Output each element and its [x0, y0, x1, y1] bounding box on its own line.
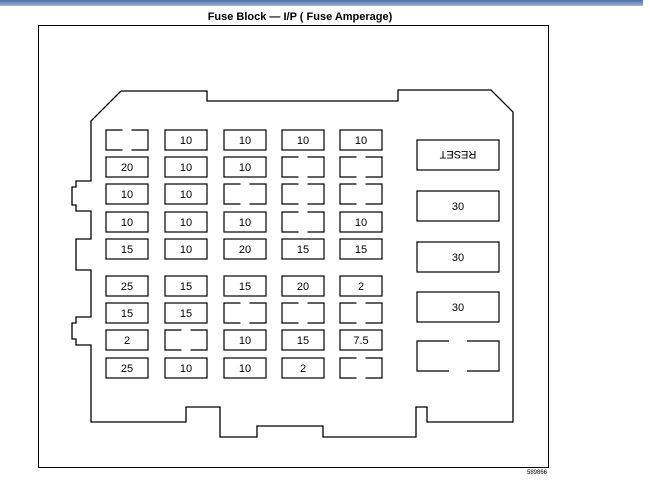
diagram-title: Fuse Block — I/P ( Fuse Amperage) — [207, 11, 393, 23]
fuse-amperage-label: 10 — [180, 244, 192, 256]
fuse-amperage-label: 15 — [180, 281, 192, 293]
fuse-slot: 15 — [164, 302, 208, 324]
reset-label: RESET — [439, 148, 476, 160]
fuse-slot: 10 — [164, 357, 208, 379]
empty-fuse-slot — [164, 329, 208, 351]
fuse-slot: 10 — [164, 156, 208, 178]
fuse-slot: 10 — [164, 129, 208, 151]
large-fuse-slot: 30 — [416, 190, 500, 222]
fuse-slot: 10 — [105, 211, 149, 233]
empty-fuse-slot — [281, 302, 325, 324]
fuse-slot: 25 — [105, 275, 149, 297]
fuse-amperage-label: 15 — [239, 281, 251, 293]
fuse-amperage-label: 15 — [355, 244, 367, 256]
fuse-slot: 2 — [339, 275, 383, 297]
fuse-amperage-label: 2 — [300, 363, 306, 375]
fuse-slot: 2 — [281, 357, 325, 379]
empty-fuse-slot — [339, 357, 383, 379]
fuse-slot: 20 — [105, 156, 149, 178]
fuse-slot: 10 — [281, 129, 325, 151]
fuse-slot: 10 — [339, 129, 383, 151]
fuse-slot: 15 — [281, 329, 325, 351]
empty-fuse-slot — [339, 156, 383, 178]
fuse-amperage-label: 10 — [239, 217, 251, 229]
fuse-slot: 25 — [105, 357, 149, 379]
fuse-slot: 10 — [223, 156, 267, 178]
fuse-amperage-label: 10 — [180, 135, 192, 147]
fuse-slot: 15 — [105, 238, 149, 260]
fuse-amperage-label: 10 — [239, 335, 251, 347]
fuse-slot: 15 — [339, 238, 383, 260]
fuse-slot: 10 — [223, 211, 267, 233]
fuse-amperage-label: 2 — [358, 281, 364, 293]
fuse-slot: 20 — [223, 238, 267, 260]
window-edge — [643, 0, 650, 481]
fuse-slot: 20 — [281, 275, 325, 297]
fuse-amperage-label: 10 — [180, 189, 192, 201]
empty-fuse-slot — [223, 183, 267, 205]
fuse-amperage-label: 15 — [180, 308, 192, 320]
figure-frame — [38, 25, 549, 468]
fuse-amperage-label: 10 — [239, 162, 251, 174]
empty-fuse-slot — [105, 129, 149, 151]
fuse-slot: 15 — [281, 238, 325, 260]
empty-fuse-slot — [339, 302, 383, 324]
empty-fuse-slot — [281, 211, 325, 233]
empty-fuse-slot — [223, 302, 267, 324]
fuse-amperage-label: 10 — [355, 217, 367, 229]
fuse-amperage-label: 10 — [121, 217, 133, 229]
fuse-amperage-label: 20 — [121, 162, 133, 174]
fuse-amperage-label: 10 — [239, 363, 251, 375]
fuse-amperage-label: 10 — [239, 135, 251, 147]
fuse-amperage-label: 15 — [297, 244, 309, 256]
empty-fuse-slot — [281, 183, 325, 205]
fuse-slot: 15 — [223, 275, 267, 297]
fuse-amperage-label: 20 — [239, 244, 251, 256]
fuse-slot: 10 — [339, 211, 383, 233]
fuse-amperage-label: 10 — [180, 363, 192, 375]
fuse-amperage-label: 25 — [121, 363, 133, 375]
empty-large-fuse-slot — [416, 340, 500, 372]
fuse-amperage-label: 15 — [121, 308, 133, 320]
fuse-amperage-label: 20 — [297, 281, 309, 293]
fuse-slot: 15 — [164, 275, 208, 297]
fuse-amperage-label: 15 — [297, 335, 309, 347]
fuse-slot: 10 — [105, 183, 149, 205]
fuse-amperage-label: 7.5 — [353, 335, 368, 347]
fuse-amperage-label: 15 — [121, 244, 133, 256]
fuse-amperage-label: 30 — [452, 252, 464, 264]
fuse-amperage-label: 10 — [355, 135, 367, 147]
fuse-slot: 15 — [105, 302, 149, 324]
fuse-slot: 10 — [223, 129, 267, 151]
fuse-amperage-label: 25 — [121, 281, 133, 293]
fuse-slot: 7.5 — [339, 329, 383, 351]
window-top-bar — [0, 0, 650, 6]
fuse-slot: 10 — [164, 183, 208, 205]
fuse-slot: 10 — [223, 329, 267, 351]
reference-number: 589866 — [527, 470, 548, 476]
fuse-amperage-label: 30 — [452, 201, 464, 213]
large-fuse-slot: 30 — [416, 291, 500, 323]
fuse-amperage-label: 30 — [452, 302, 464, 314]
fuse-amperage-label: 2 — [124, 335, 130, 347]
empty-fuse-slot — [339, 183, 383, 205]
fuse-amperage-label: 10 — [180, 217, 192, 229]
large-fuse-slot: RESET — [416, 139, 500, 171]
fuse-amperage-label: 10 — [121, 189, 133, 201]
fuse-slot: 2 — [105, 329, 149, 351]
fuse-block-outline — [71, 89, 514, 438]
fuse-slot: 10 — [164, 238, 208, 260]
fuse-slot: 10 — [164, 211, 208, 233]
empty-fuse-slot — [281, 156, 325, 178]
fuse-slot: 10 — [223, 357, 267, 379]
fuse-amperage-label: 10 — [180, 162, 192, 174]
fuse-amperage-label: 10 — [297, 135, 309, 147]
large-fuse-slot: 30 — [416, 241, 500, 273]
